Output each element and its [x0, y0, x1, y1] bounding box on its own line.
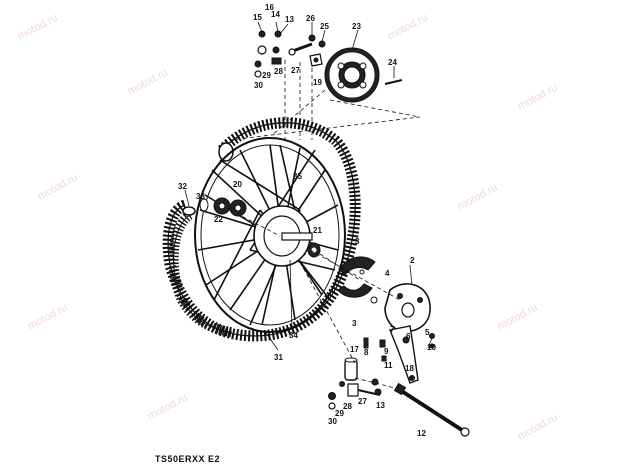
leader-lines — [184, 21, 433, 351]
sprocket-hardware — [254, 30, 326, 78]
watermark: motod.ru — [26, 302, 70, 333]
callout-label: 30 — [328, 417, 337, 426]
watermark: motod.ru — [456, 182, 500, 213]
callout-label: 2 — [410, 256, 415, 265]
callout-label: 5 — [425, 328, 430, 337]
inner-tube — [168, 206, 233, 337]
watermark: motod.ru — [516, 82, 560, 113]
callout-label: 15 — [253, 13, 262, 22]
callout-label: 26 — [306, 14, 315, 23]
callout-label: 33 — [196, 192, 205, 201]
callout-label: 13 — [285, 15, 294, 24]
watermark: motod.ru — [496, 302, 540, 333]
callout-label: 32 — [178, 182, 187, 191]
callout-label: 24 — [388, 58, 397, 67]
callout-label: 3 — [352, 319, 357, 328]
rear-sprocket — [324, 47, 403, 103]
callout-label: 8 — [364, 348, 369, 357]
callout-label: 9 — [384, 347, 389, 356]
watermark: motod.ru — [16, 12, 60, 43]
callout-label: 11 — [384, 361, 393, 370]
bearings — [199, 197, 247, 217]
brake-cam-lever — [389, 325, 419, 384]
assembly-guide-lines — [229, 60, 421, 389]
watermark: motod.ru — [36, 172, 80, 203]
rear-tire — [162, 117, 361, 342]
diagram-caption: TS50ERXX E2 — [155, 454, 220, 464]
callout-labels: 16 15 14 13 26 25 23 24 29 28 27 19 30 3… — [178, 3, 436, 438]
callout-label: 29 — [335, 409, 344, 418]
brake-shoes — [337, 256, 378, 304]
rear-hub — [253, 205, 321, 267]
callout-label: 17 — [350, 345, 359, 354]
callout-label: 35 — [293, 172, 302, 181]
brake-panel — [384, 283, 431, 332]
callout-label: 22 — [214, 215, 223, 224]
chain-adjuster-bottom — [328, 383, 382, 410]
callout-label: 19 — [313, 78, 322, 87]
callout-label: 6 — [406, 332, 411, 341]
callout-label: 29 — [262, 71, 271, 80]
callout-label: 30 — [254, 81, 263, 90]
callout-label: 28 — [274, 67, 283, 76]
callout-label: 18 — [405, 364, 414, 373]
watermark: motod.ru — [126, 67, 170, 98]
callout-label: 16 — [265, 3, 274, 12]
callout-label: 21 — [313, 226, 322, 235]
callout-label: 12 — [417, 429, 426, 438]
callout-label: 27 — [358, 397, 367, 406]
callout-label: 3 — [355, 237, 360, 246]
callout-label: 4 — [385, 269, 390, 278]
callout-label: 7 — [390, 325, 395, 334]
watermark: motod.ru — [146, 392, 190, 423]
callout-label: 28 — [343, 402, 352, 411]
callout-label: 13 — [376, 401, 385, 410]
watermark: motod.ru — [386, 12, 430, 43]
watermark: motod.ru — [516, 412, 560, 443]
callout-label: 27 — [291, 66, 300, 75]
callout-label: 23 — [352, 22, 361, 31]
callout-label: 25 — [320, 22, 329, 31]
callout-label: 34 — [289, 331, 298, 340]
callout-label: 10 — [427, 343, 436, 352]
callout-label: 31 — [274, 353, 283, 362]
rear-axle — [393, 382, 470, 437]
callout-label: 20 — [233, 180, 242, 189]
callout-label: 14 — [271, 10, 280, 19]
